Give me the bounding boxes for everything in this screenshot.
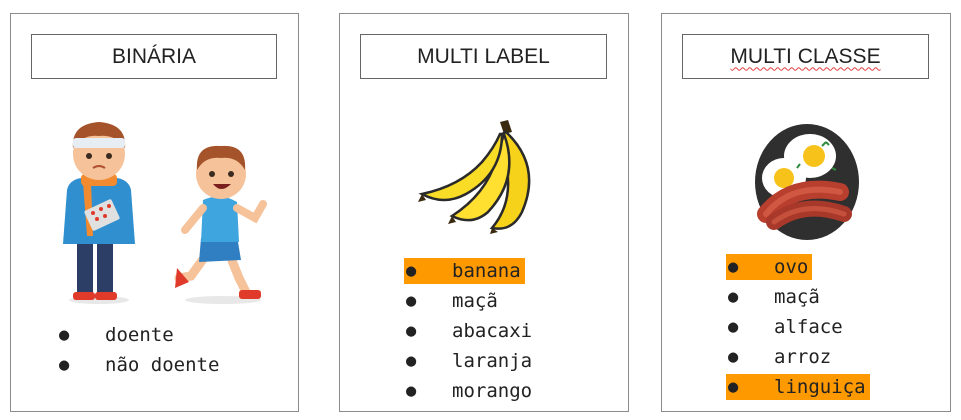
highlighted-class-row: ● banana xyxy=(404,258,525,284)
class-row: ● laranja xyxy=(404,348,536,374)
class-row: ● alface xyxy=(726,314,847,340)
bullet-icon: ● xyxy=(59,355,70,375)
bullet-icon: ● xyxy=(406,291,417,311)
bullet-icon: ● xyxy=(728,347,739,367)
class-label: ovo xyxy=(774,256,809,278)
list-item: ● alface xyxy=(726,312,870,342)
panel-title-text: MULTI CLASSE xyxy=(730,44,881,68)
eggs-and-sausage-plate-icon xyxy=(755,124,859,240)
class-label: linguiça xyxy=(774,376,866,398)
panel-binaria: BINÁRIA xyxy=(10,13,299,412)
class-row: ● morango xyxy=(404,378,536,404)
class-list: ● ovo ● maçã ● alface ● arroz ● linguiça xyxy=(726,252,870,402)
running-kid-icon xyxy=(174,145,267,304)
panel-title: BINÁRIA xyxy=(31,34,277,79)
sick-kid-and-running-kid-icon xyxy=(63,122,267,304)
bullet-icon: ● xyxy=(728,317,739,337)
class-label: maçã xyxy=(452,290,498,312)
panel-title-text: MULTI LABEL xyxy=(417,44,550,68)
list-item: ● arroz xyxy=(726,342,870,372)
list-item: ● maçã xyxy=(404,286,536,316)
bullet-icon: ● xyxy=(406,381,417,401)
class-label: alface xyxy=(774,316,843,338)
bullet-icon: ● xyxy=(728,257,739,277)
list-item: ● não doente xyxy=(57,350,223,380)
bullet-icon: ● xyxy=(406,261,417,281)
sick-kid-icon xyxy=(63,122,135,304)
class-label: abacaxi xyxy=(452,320,533,342)
list-item: ● abacaxi xyxy=(404,316,536,346)
class-label: laranja xyxy=(452,350,533,372)
class-label: maçã xyxy=(774,286,820,308)
class-label: não doente xyxy=(105,354,220,376)
list-item: ● morango xyxy=(404,376,536,406)
class-row: ● não doente xyxy=(57,352,223,378)
panel-title: MULTI CLASSE xyxy=(682,34,929,79)
class-row: ● arroz xyxy=(726,344,835,370)
panel-title-text: BINÁRIA xyxy=(111,44,197,68)
list-item: ● maçã xyxy=(726,282,870,312)
class-row: ● maçã xyxy=(404,288,502,314)
list-item: ● doente xyxy=(57,320,223,350)
class-list: ● banana ● maçã ● abacaxi ● laranja ● morango xyxy=(404,256,536,406)
highlighted-class-row: ● ovo xyxy=(726,254,813,280)
class-label: morango xyxy=(452,380,533,402)
bullet-icon: ● xyxy=(728,287,739,307)
panel-multi-classe: MULTI CLASSE ● ovo ● maçã ● alface ● arroz ● ling… xyxy=(661,13,951,412)
bullet-icon: ● xyxy=(728,377,739,397)
class-row: ● abacaxi xyxy=(404,318,536,344)
panel-title: MULTI LABEL xyxy=(360,34,607,79)
highlighted-class-row: ● linguiça xyxy=(726,374,870,400)
panel-multi-label: MULTI LABEL ● banana ● maçã ● abacaxi ● laranja… xyxy=(339,13,629,412)
bullet-icon: ● xyxy=(59,325,70,345)
banana-bunch-icon xyxy=(418,120,531,234)
class-label: arroz xyxy=(774,346,832,368)
bullet-icon: ● xyxy=(406,351,417,371)
list-item: ● laranja xyxy=(404,346,536,376)
list-item: ● banana xyxy=(404,256,536,286)
list-item: ● linguiça xyxy=(726,372,870,402)
class-label: doente xyxy=(105,324,174,346)
class-label: banana xyxy=(452,260,521,282)
class-row: ● doente xyxy=(57,322,178,348)
class-list: ● doente ● não doente xyxy=(57,320,223,380)
bullet-icon: ● xyxy=(406,321,417,341)
list-item: ● ovo xyxy=(726,252,870,282)
class-row: ● maçã xyxy=(726,284,824,310)
